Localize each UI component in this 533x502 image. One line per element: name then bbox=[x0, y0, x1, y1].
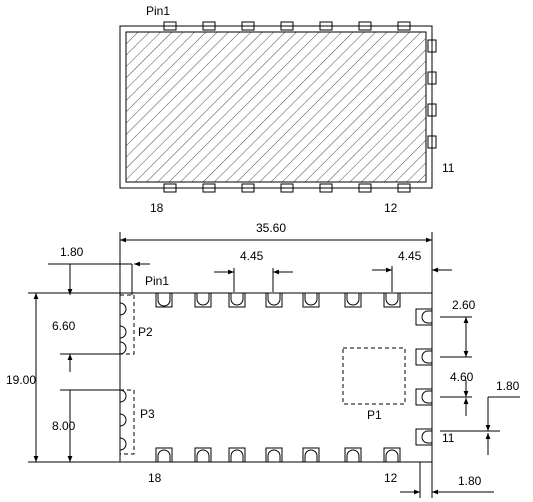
top-view-bottom-pins bbox=[163, 183, 411, 193]
pad-p3-label: P3 bbox=[140, 407, 155, 421]
bottom-pin18-label: 18 bbox=[148, 471, 162, 485]
top-pin12-label: 12 bbox=[384, 201, 398, 215]
dim-bottom-offset: 1.80 bbox=[458, 474, 482, 488]
bottom-view-bottom-pads bbox=[155, 447, 401, 463]
top-pin1-label: Pin1 bbox=[146, 4, 170, 18]
bottom-pin12-label: 12 bbox=[384, 471, 398, 485]
pad-p2 bbox=[119, 294, 135, 355]
top-view-right-pins bbox=[427, 39, 437, 149]
top-pin18-label: 18 bbox=[150, 201, 164, 215]
pad-p1 bbox=[342, 347, 406, 405]
dim-p2-height: 6.60 bbox=[52, 319, 76, 333]
top-view-hatch bbox=[125, 31, 427, 183]
bottom-view: P1 P2 P3 Pin1 18 12 11 bbox=[119, 274, 455, 485]
bottom-pin11-label: 11 bbox=[442, 431, 455, 445]
dim-width: 35.60 bbox=[256, 221, 286, 235]
dim-right-margin-top: 4.45 bbox=[398, 249, 422, 263]
bottom-pin1-label: Pin1 bbox=[145, 274, 169, 288]
pad-p2-label: P2 bbox=[138, 325, 153, 339]
top-view-body bbox=[119, 25, 433, 189]
bottom-view-top-pads bbox=[155, 292, 401, 308]
dim-p3-height: 8.00 bbox=[52, 419, 76, 433]
bottom-view-body bbox=[119, 292, 433, 463]
dim-right-offset: 1.80 bbox=[496, 379, 520, 393]
dim-right-pitch-upper: 2.60 bbox=[452, 298, 476, 312]
dimensions: 35.60 1.80 4.45 4.45 19.00 6.60 8.00 bbox=[6, 221, 520, 498]
pad-p1-label: P1 bbox=[367, 408, 382, 422]
pad-p3 bbox=[119, 389, 135, 455]
dim-left-offset: 1.80 bbox=[60, 245, 84, 259]
bottom-view-left-notches bbox=[119, 302, 127, 451]
top-view: Pin1 18 12 11 bbox=[119, 4, 455, 215]
dim-height: 19.00 bbox=[6, 373, 36, 387]
top-pin11-label: 11 bbox=[442, 161, 455, 175]
dim-right-pitch-lower: 4.60 bbox=[450, 370, 474, 384]
top-view-top-pins bbox=[163, 21, 411, 31]
dim-pitch-top: 4.45 bbox=[240, 249, 264, 263]
bottom-view-right-pads bbox=[415, 308, 433, 446]
